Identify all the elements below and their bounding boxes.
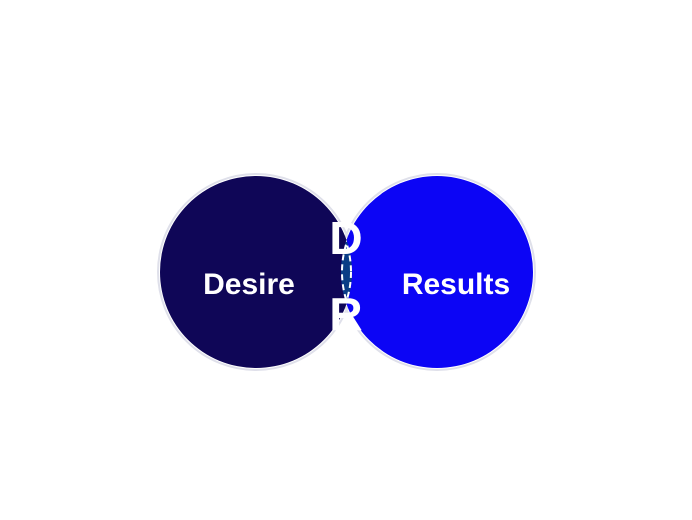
- desire-label: Desire: [203, 268, 295, 301]
- results-circle: [341, 176, 533, 368]
- desire-circle: [160, 176, 352, 368]
- overlap-border-left: [341, 176, 352, 368]
- overlap-letter-r: R: [329, 288, 362, 340]
- overlap-letter-d: D: [329, 212, 362, 264]
- results-label: Results: [402, 268, 510, 301]
